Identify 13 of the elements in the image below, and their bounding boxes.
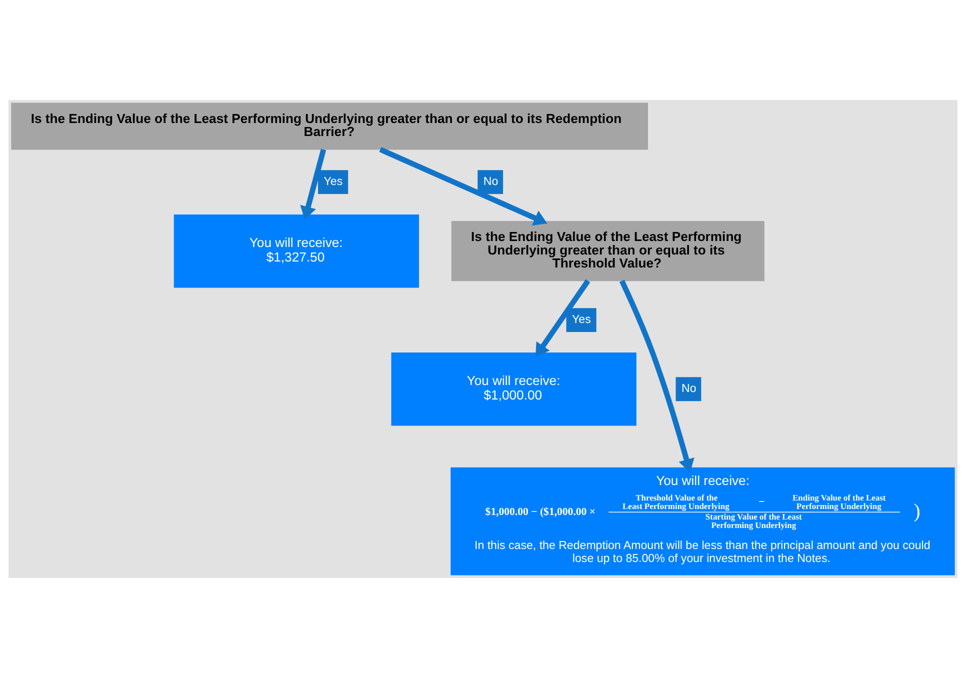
arrow [300, 148, 326, 220]
arrow [379, 146, 548, 226]
node-box: You will receive: $1,000.00 − ($1,000.00 × Threshold Value of the Least Performing Underlying − Ending Value of the Least Performing Underlying ) Starting Value of the Least Performing Underlying In this case, the Redemption Amount will be less than the principal amount and you could lose up to 85.00% of your investment in the Notes. [450, 466, 955, 575]
edge-label: Yes [324, 176, 343, 188]
edge-label: No [682, 382, 696, 395]
arrow [536, 278, 590, 356]
edge-label: Yes [572, 314, 591, 326]
node-box: Is the Ending Value of the Least Performing Underlying greater than or equal to its Redemption Barrier? [11, 102, 648, 150]
node-box: You will receive: $1,000.00 [391, 352, 636, 426]
arrow [619, 279, 694, 472]
node-box: Is the Ending Value of the Least Performing Underlying greater than or equal to its Threshold Value? [451, 220, 764, 281]
edge-label: No [483, 176, 498, 188]
node-box: You will receive: $1,327.50 [174, 214, 419, 288]
